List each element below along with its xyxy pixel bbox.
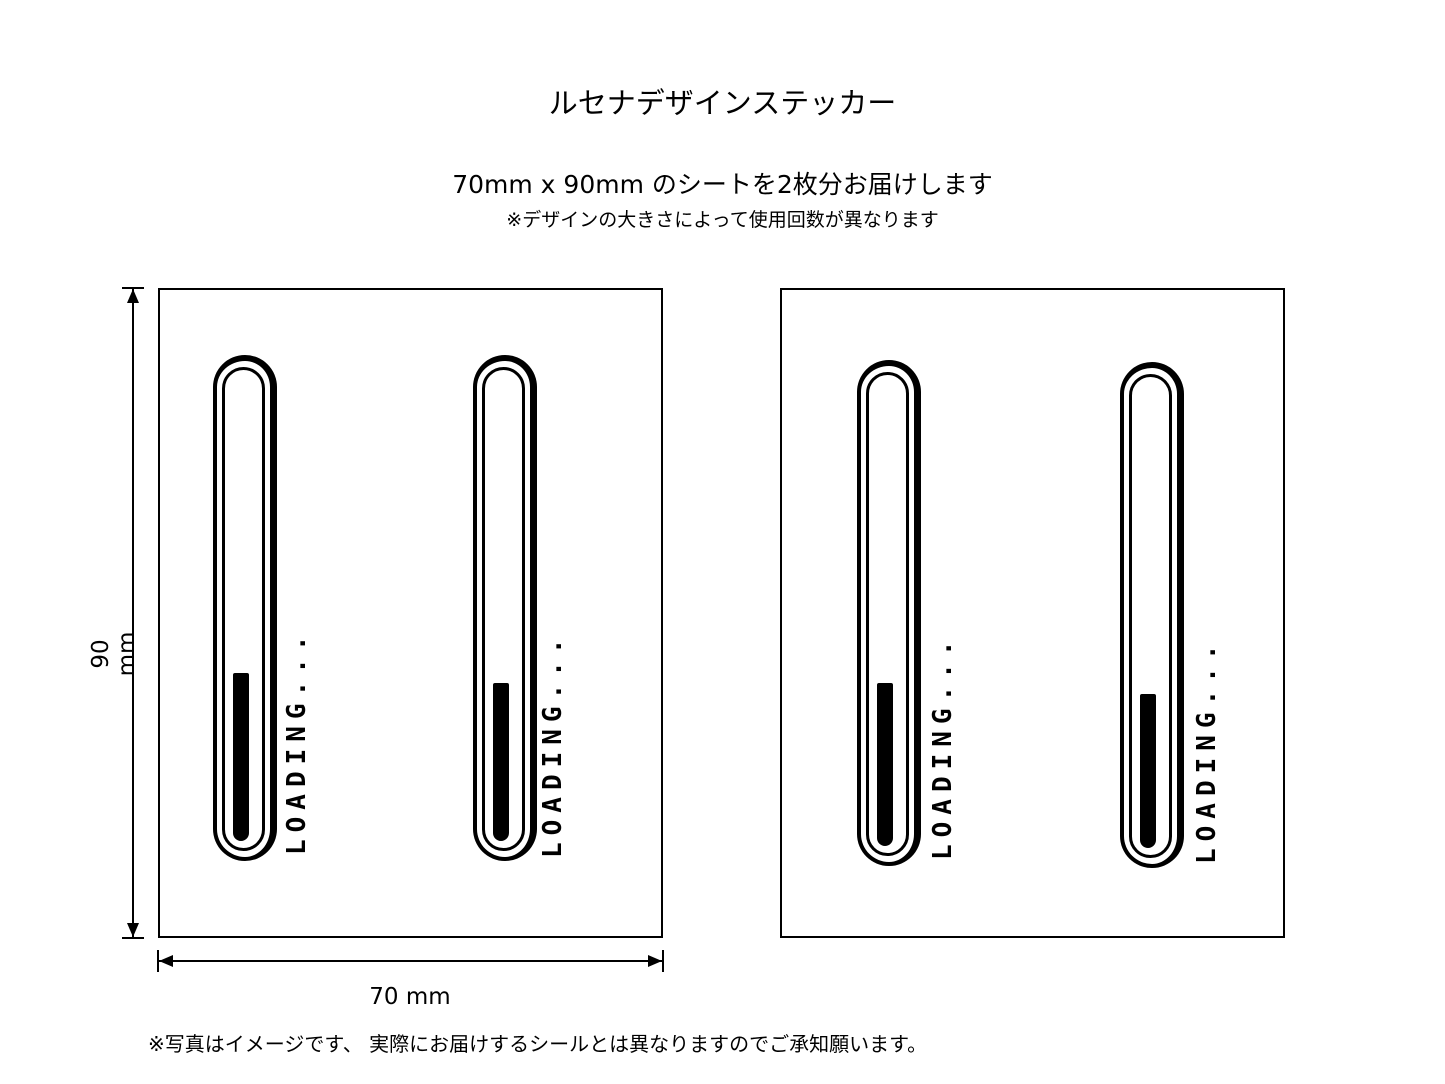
loading-fill (877, 683, 893, 846)
loading-bar-sticker (213, 355, 277, 861)
arrow-right-icon (648, 955, 662, 967)
dimension-tick (122, 937, 144, 939)
width-label: 70 mm (369, 984, 451, 1010)
sticker-sheet-1 (158, 288, 663, 938)
product-subtitle: 70mm x 90mm のシートを2枚分お届けします (452, 170, 993, 199)
loading-bar-sticker (857, 360, 921, 866)
dimension-tick (122, 287, 144, 289)
loading-text: LOADING... (282, 628, 312, 855)
loading-fill (233, 673, 249, 841)
arrow-left-icon (159, 955, 173, 967)
arrow-down-icon (127, 923, 139, 937)
product-title: ルセナデザインステッカー (548, 86, 897, 120)
loading-fill (493, 683, 509, 841)
width-dimension-line (158, 960, 663, 962)
sticker-sheet-2 (780, 288, 1285, 938)
loading-bar-sticker (473, 355, 537, 861)
height-dimension-line (132, 288, 134, 938)
height-label: 90 mm (88, 631, 140, 677)
loading-fill (1140, 694, 1156, 848)
loading-text: LOADING... (928, 633, 958, 860)
arrow-up-icon (127, 289, 139, 303)
loading-text: LOADING... (1192, 637, 1222, 864)
dimension-tick (662, 950, 664, 972)
loading-text: LOADING... (538, 631, 568, 858)
dimension-tick (157, 950, 159, 972)
loading-bar-sticker (1120, 362, 1184, 868)
usage-note: ※デザインの大きさによって使用回数が異なります (506, 209, 939, 231)
disclaimer-text: ※写真はイメージです、 実際にお届けするシールとは異なりますのでご承知願います。 (148, 1032, 928, 1056)
